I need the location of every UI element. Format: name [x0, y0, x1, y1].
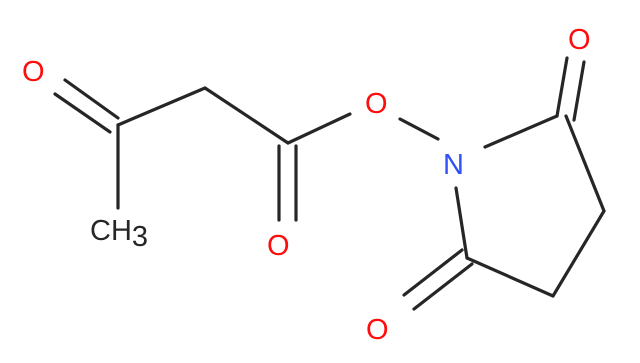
- atom-o-imide-top: O: [568, 24, 591, 56]
- methyl-main-text: CH: [90, 215, 132, 247]
- bond-top-co-1: [555, 56, 569, 118]
- bond-ketone-co-2: [63, 78, 120, 120]
- atom-labels: O O O N O O CH3: [22, 24, 591, 346]
- methyl-subscript: 3: [132, 221, 148, 253]
- atom-o-ester-link: O: [365, 88, 388, 120]
- bonds: [53, 56, 606, 311]
- bond-ketone-co-1: [53, 92, 112, 134]
- bond-n-c-bottom: [454, 186, 469, 260]
- bond-ch2-ester-c: [203, 86, 290, 145]
- bond-top-c-ch2: [564, 114, 606, 213]
- bond-ch2-bottom-c: [465, 256, 555, 298]
- bond-bottom-co-2: [412, 262, 474, 311]
- bond-o-n: [398, 117, 440, 141]
- bond-ketone-c-ch2: [116, 86, 207, 127]
- atom-methyl: CH3: [90, 215, 148, 253]
- atom-n-imide: N: [443, 149, 464, 181]
- bond-top-co-2: [572, 60, 586, 122]
- atom-o-ketone: O: [22, 56, 45, 88]
- bond-n-c-top: [483, 114, 559, 149]
- bond-ch2-ch2: [551, 209, 606, 298]
- atom-o-ester-carbonyl: O: [267, 230, 290, 262]
- bond-ester-c-o: [286, 112, 352, 145]
- bond-bottom-co-1: [402, 248, 464, 297]
- atom-o-imide-bottom: O: [366, 314, 389, 346]
